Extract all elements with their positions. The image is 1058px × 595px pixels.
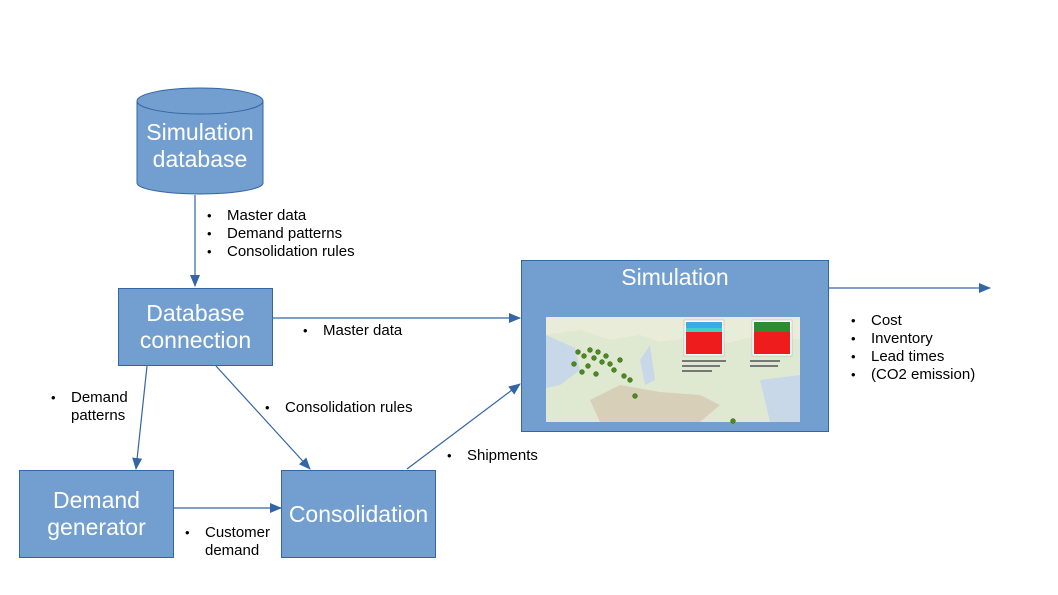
label-item: Master data: [205, 207, 355, 225]
label-item: Customer demand: [183, 524, 285, 560]
label-item: Consolidation rules: [205, 243, 355, 261]
db-connection-node: Database connection: [118, 288, 273, 366]
label-item: Lead times: [849, 348, 975, 366]
label-item: Cost: [849, 312, 975, 330]
label-connection-to-consolidation: Consolidation rules: [263, 399, 413, 417]
label-item: Inventory: [849, 330, 975, 348]
label-item: (CO2 emission): [849, 366, 975, 384]
label-connection-to-simulation: Master data: [301, 322, 402, 340]
label-item: Shipments: [445, 447, 538, 465]
arrow-connection-to-consolidation: [215, 365, 311, 470]
database-label-line1: Simulation: [146, 119, 254, 145]
label-item: Consolidation rules: [263, 399, 413, 417]
db-connection-label-line2: connection: [139, 327, 252, 353]
consolidation-label: Consolidation: [288, 500, 429, 527]
label-generator-to-consolidation: Customer demand: [183, 524, 285, 560]
arrow-consolidation-to-simulation: [406, 383, 521, 470]
arrow-connection-to-generator: [132, 365, 148, 470]
label-db-to-connection: Master data Demand patterns Consolidatio…: [205, 207, 355, 261]
database-cylinder: [136, 87, 264, 195]
database-label-line2: database: [152, 146, 248, 172]
label-connection-to-generator: Demand patterns: [49, 389, 141, 425]
simulation-label: Simulation: [621, 264, 729, 290]
demand-generator-label-line1: Demand: [53, 487, 140, 513]
demand-generator-label-line2: generator: [47, 514, 146, 540]
consolidation-node: Consolidation: [281, 470, 436, 558]
label-simulation-output: Cost Inventory Lead times (CO2 emission): [849, 312, 975, 384]
database-label: Simulation database: [137, 119, 263, 173]
label-consolidation-to-simulation: Shipments: [445, 447, 538, 465]
demand-generator-node: Demand generator: [19, 470, 174, 558]
db-connection-label-line1: Database: [146, 300, 245, 326]
label-item: Demand patterns: [205, 225, 355, 243]
label-item: Demand patterns: [49, 389, 141, 425]
label-item: Master data: [301, 322, 402, 340]
